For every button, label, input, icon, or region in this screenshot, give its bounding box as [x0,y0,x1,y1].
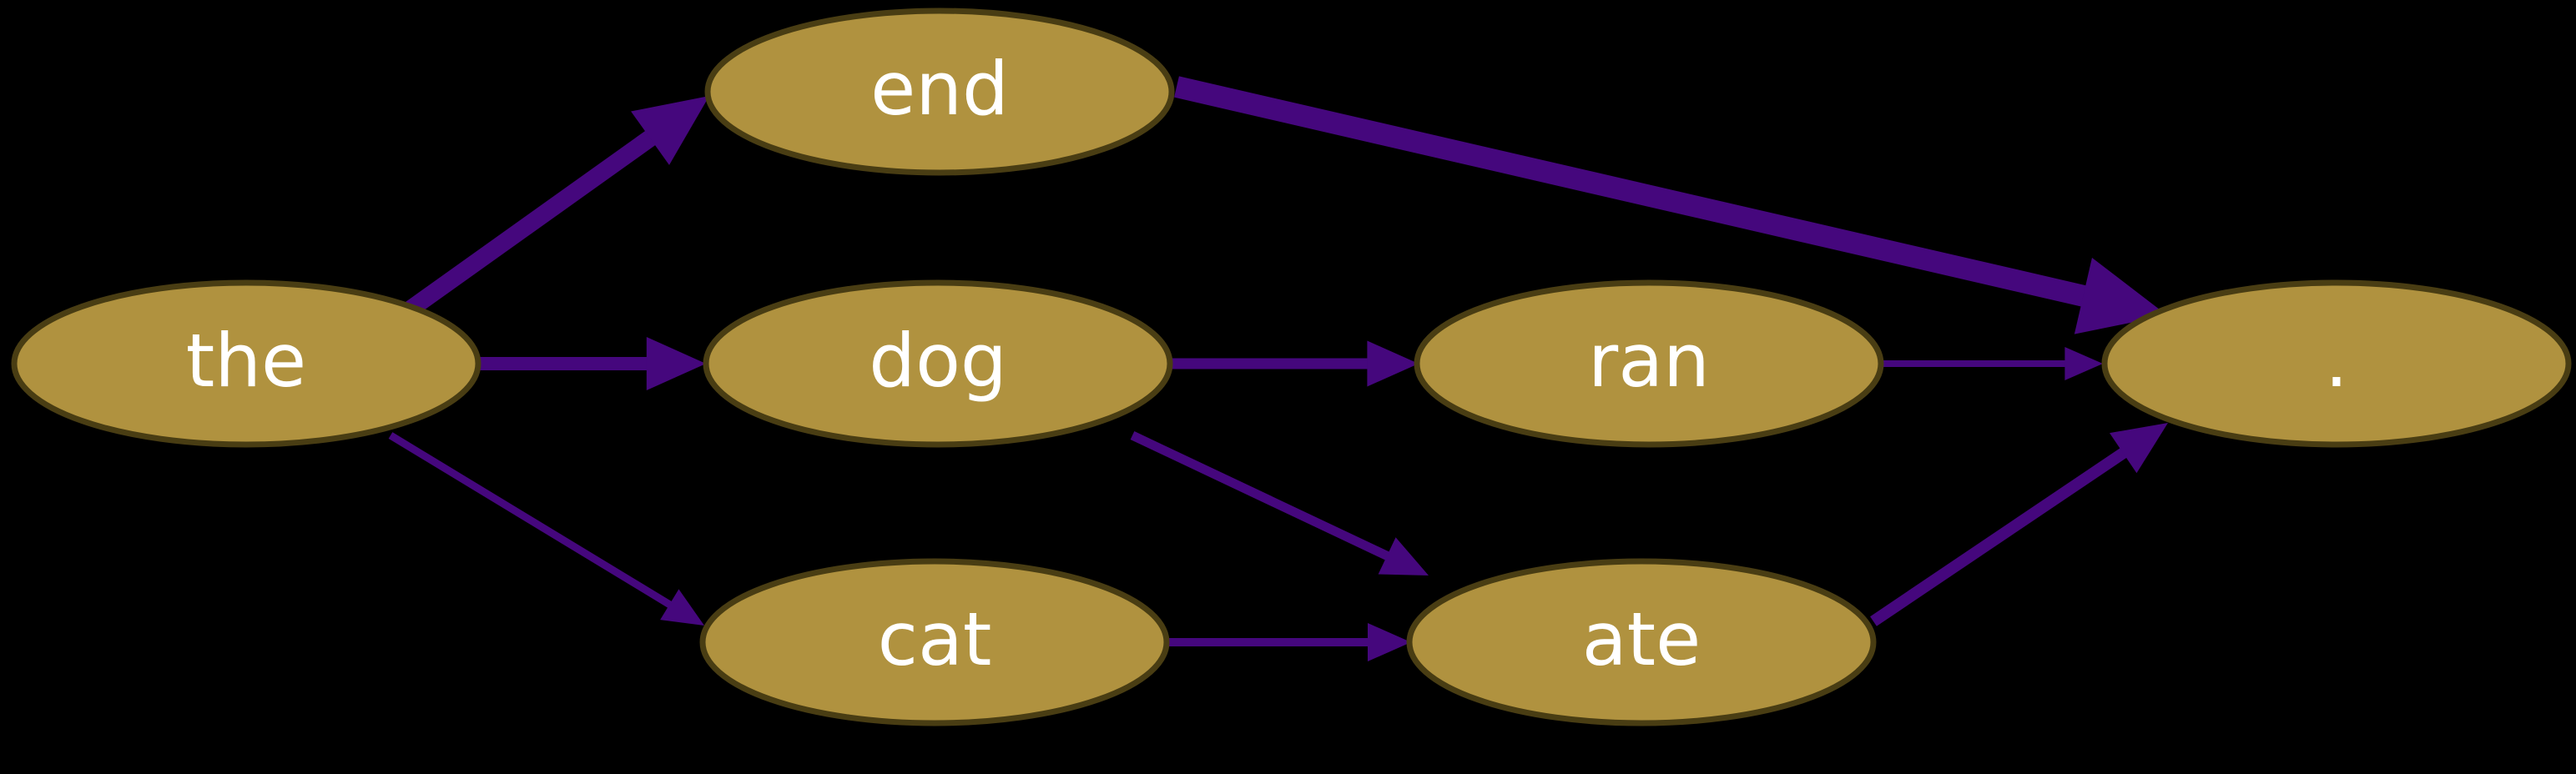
node-period: . [2101,279,2572,448]
edge-the-cat [388,432,673,609]
node-ellipse-cat [699,558,1170,726]
node-ellipse-period [2101,279,2572,448]
node-end: end [704,8,1175,176]
node-ellipse-dog [703,279,1173,448]
node-ellipse-ran [1414,279,1884,448]
node-label-ran: ran [1588,318,1710,404]
arrowhead-the-cat [660,589,704,626]
edge-ate-period [1870,447,2128,626]
node-ate: ate [1406,558,1877,726]
node-ellipse-ate [1406,558,1877,726]
arrowhead-the-end [631,96,709,165]
node-ellipse-end [704,8,1175,176]
arrowhead-ate-period [2110,423,2168,474]
node-label-ate: ate [1582,596,1701,682]
arrowhead-dog-ate [1378,537,1429,575]
node-dog: dog [703,279,1173,448]
arrowhead-end-period [2074,257,2167,334]
node-label-end: end [870,46,1009,132]
edge-the-end [403,129,657,318]
arrowhead-cat-ate [1368,623,1411,661]
arrowhead-ran-period [2064,347,2103,380]
node-label-the: the [186,318,306,404]
node-ran: ran [1414,279,1884,448]
node-label-period: . [2325,318,2348,404]
node-cat: cat [699,558,1170,726]
arrowhead-the-dog [646,337,706,390]
node-ellipse-the [11,279,481,448]
arrowhead-dog-ran [1367,340,1419,387]
node-the: the [11,279,481,448]
node-label-cat: cat [878,596,992,682]
edge-end-period [1174,76,2088,307]
edge-dog-ate [1130,431,1391,561]
node-label-dog: dog [869,318,1007,404]
